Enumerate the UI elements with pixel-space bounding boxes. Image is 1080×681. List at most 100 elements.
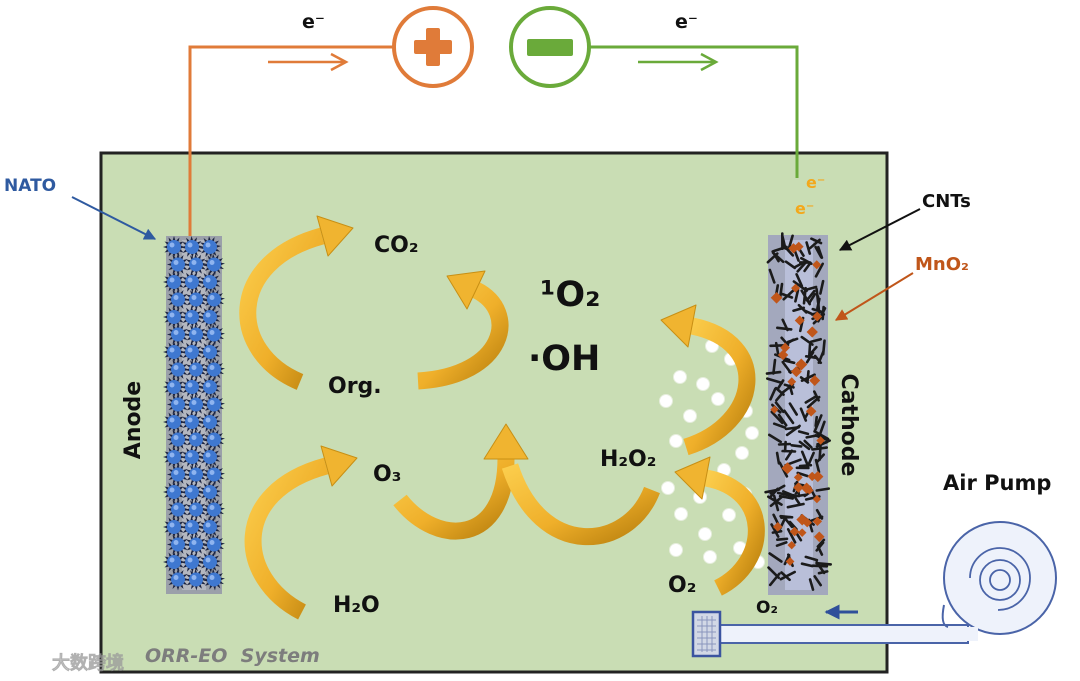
cnt-fiber <box>806 369 810 382</box>
nato-particle <box>181 516 203 538</box>
nato-particle <box>163 376 185 398</box>
nato-particle <box>203 533 225 556</box>
mno2-pointer-arrow <box>834 272 914 321</box>
mno2-particle <box>812 495 821 504</box>
nato-particle <box>199 236 221 258</box>
cathode-label: Cathode <box>836 374 861 477</box>
cnt-fiber <box>772 358 777 375</box>
cnt-fiber <box>813 430 830 441</box>
cnt-fiber <box>774 341 780 356</box>
nato-particle <box>181 271 203 293</box>
nato-particle <box>181 481 203 503</box>
cnt-fiber <box>772 422 787 429</box>
cnt-fiber <box>772 513 780 526</box>
cnt-fiber <box>804 555 819 562</box>
nato-particle <box>199 551 221 573</box>
cnt-fiber <box>786 527 797 544</box>
cnt-fiber <box>806 395 821 409</box>
cnt-fiber <box>795 272 804 288</box>
cnt-fiber <box>815 487 831 492</box>
cnt-fiber <box>799 256 813 266</box>
cnt-fiber <box>815 287 820 304</box>
nato-particle <box>181 551 203 573</box>
cnt-fiber <box>785 424 801 437</box>
nato-particle <box>163 306 185 328</box>
positive-terminal <box>392 6 474 88</box>
mno2-particle <box>788 243 799 254</box>
cnt-fiber <box>811 307 824 314</box>
mno2-particle <box>793 472 803 482</box>
cnt-fiber <box>776 491 795 498</box>
cnt-fiber <box>800 335 814 346</box>
cnt-fiber <box>775 537 789 542</box>
nato-particle <box>199 271 221 293</box>
cnt-fiber <box>778 282 784 299</box>
nato-particle <box>167 463 189 486</box>
air-pump-label: Air Pump <box>943 471 1051 495</box>
mno2-particle <box>797 528 807 537</box>
mno2-particle <box>795 358 808 371</box>
cnt-fiber <box>768 268 776 284</box>
mno2-particle <box>805 486 814 495</box>
nato-particle <box>185 568 207 591</box>
cathode-electron-label-1: e⁻ <box>806 173 825 192</box>
nato-particle <box>167 323 189 346</box>
nato-particle <box>163 411 185 433</box>
mno2-particle <box>813 531 825 543</box>
mno2-particle <box>781 462 794 475</box>
mno2-particle <box>785 557 795 566</box>
cnt-fiber <box>806 285 818 291</box>
mno2-particle <box>793 482 804 493</box>
nato-pointer-arrow <box>71 196 157 240</box>
anode-electron-flow-arrow <box>268 52 349 72</box>
oxygen-bubble <box>696 377 710 391</box>
cnt-fiber <box>767 433 783 444</box>
cnt-fiber <box>804 354 817 360</box>
oxygen-bubble <box>669 434 683 448</box>
nato-particle <box>167 253 189 276</box>
nato-particle <box>181 376 203 398</box>
nato-particle <box>163 446 185 468</box>
cnt-fiber <box>821 305 825 321</box>
plus-icon <box>414 28 452 66</box>
nato-particle <box>203 428 225 451</box>
hydrogen-peroxide-label: H₂O₂ <box>600 447 656 472</box>
cnt-fiber <box>797 430 810 436</box>
mno2-particle <box>812 516 823 527</box>
cnt-fiber <box>781 235 787 250</box>
nato-particle <box>185 253 207 276</box>
nato-particle <box>163 516 185 538</box>
oxygen-bubble <box>669 543 683 557</box>
cnt-fiber <box>786 502 805 509</box>
cnt-fiber <box>781 292 794 299</box>
mno2-particle <box>816 436 825 445</box>
cnt-fiber <box>768 552 783 563</box>
cnt-fiber <box>803 439 813 449</box>
cnt-fiber <box>814 415 819 428</box>
cnt-fiber <box>792 280 808 293</box>
nato-particle <box>167 568 189 591</box>
cnt-fiber <box>815 541 825 552</box>
mno2-particle <box>770 291 783 304</box>
nato-particle <box>163 341 185 363</box>
nato-particle <box>203 253 225 276</box>
reaction-arrow-h2o2-to-oh <box>660 304 756 456</box>
cnt-fiber <box>794 288 800 303</box>
nato-particle <box>167 498 189 521</box>
nato-particle <box>167 428 189 451</box>
cnt-fiber <box>806 451 815 468</box>
cnt-fiber <box>796 471 809 478</box>
external-circuit: e⁻ e⁻ <box>188 6 799 238</box>
oxygen-inlet-label: O₂ <box>756 598 778 618</box>
mno2-particle <box>806 326 818 338</box>
cnt-fiber <box>771 250 780 263</box>
cnt-fiber <box>780 336 790 347</box>
nato-particle <box>167 288 189 311</box>
co2-label: CO₂ <box>374 233 418 258</box>
cnt-fiber <box>793 260 807 269</box>
cnt-fiber <box>770 410 784 425</box>
nato-particle <box>199 306 221 328</box>
cnt-fiber <box>784 518 794 529</box>
cnt-fiber <box>800 562 814 568</box>
